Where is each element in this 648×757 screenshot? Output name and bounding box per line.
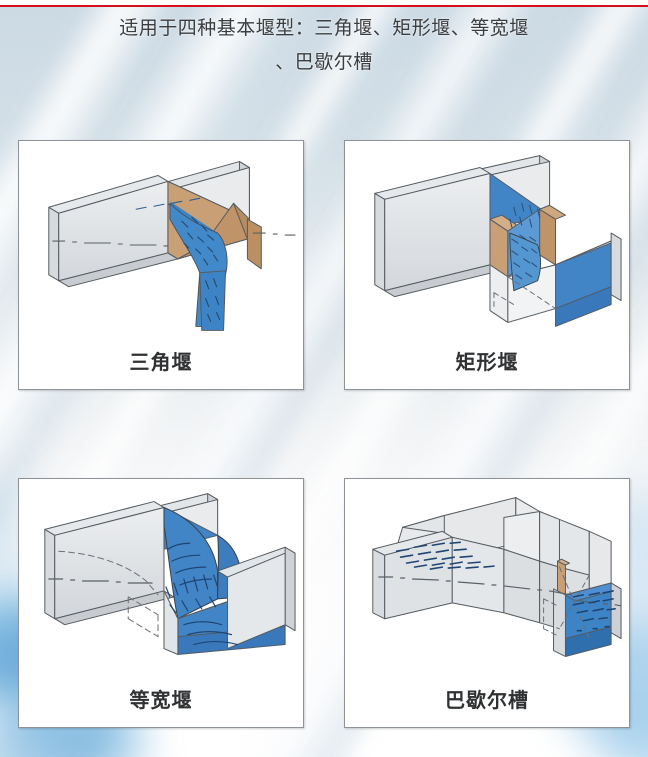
parshall-flume-diagram: [372, 497, 622, 657]
card-label: 矩形堰: [455, 352, 519, 374]
broad-crested-weir-diagram: [44, 493, 296, 655]
card-rectangular-weir[interactable]: 矩形堰: [344, 140, 630, 390]
page-title-line-2: 、巴歇尔槽: [275, 52, 373, 73]
page-title-line-1: 适用于四种基本堰型：三角堰、矩形堰、等宽堰: [119, 18, 529, 39]
top-red-divider: [0, 0, 648, 7]
card-full-width-weir[interactable]: 等宽堰: [18, 478, 304, 728]
card-triangular-weir[interactable]: 三角堰: [18, 140, 304, 390]
card-label: 三角堰: [129, 352, 193, 374]
rectangular-weir-diagram: [374, 155, 622, 327]
card-label: 巴歇尔槽: [445, 690, 529, 712]
v-notch-weir-diagram: [48, 161, 296, 331]
weir-type-grid: 三角堰: [18, 140, 630, 740]
card-parshall-flume[interactable]: 巴歇尔槽: [344, 478, 630, 728]
page-title: 适用于四种基本堰型：三角堰、矩形堰、等宽堰 、巴歇尔槽: [0, 12, 648, 80]
card-label: 等宽堰: [129, 690, 193, 712]
